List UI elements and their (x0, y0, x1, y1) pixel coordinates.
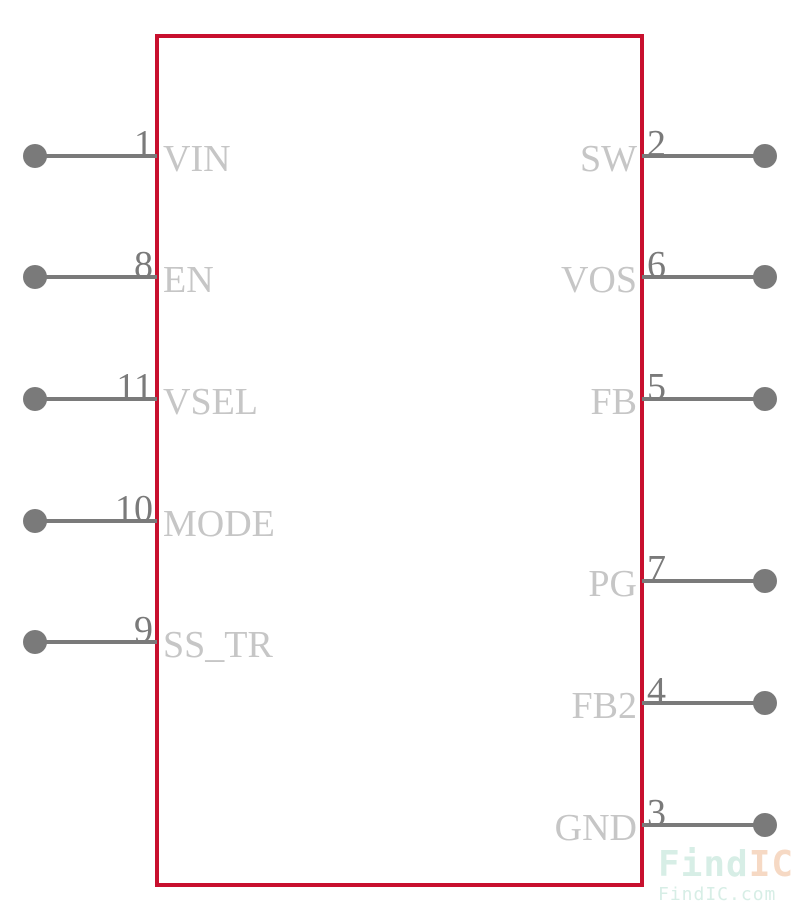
pin-terminal-dot (23, 265, 47, 289)
right-pin-2: 2 SW (580, 123, 777, 180)
left-pin-10: 10 MODE (23, 488, 275, 545)
pin-name: FB (591, 381, 637, 423)
pin-terminal-dot (23, 387, 47, 411)
pin-name: PG (588, 563, 637, 605)
right-pin-4: 4 FB2 (572, 670, 777, 727)
right-pin-3: 3 GND (555, 792, 777, 849)
pin-terminal-dot (23, 144, 47, 168)
pin-number: 4 (647, 670, 666, 712)
pin-name: VIN (163, 138, 231, 180)
pin-number: 7 (647, 548, 666, 590)
pin-terminal-dot (753, 144, 777, 168)
pin-name: SW (580, 138, 637, 180)
watermark-main-prefix: Find (658, 844, 749, 885)
pin-number: 3 (647, 792, 666, 834)
watermark-main-text: FindIC (658, 844, 794, 885)
left-pin-8: 8 EN (23, 244, 214, 301)
component-body (155, 34, 644, 887)
pin-terminal-dot (753, 569, 777, 593)
pin-number: 1 (134, 123, 153, 165)
pin-terminal-dot (23, 630, 47, 654)
pin-terminal-dot (753, 813, 777, 837)
watermark-sub-text: FindIC.com (658, 884, 776, 905)
pin-name: GND (555, 807, 637, 849)
pin-name: VSEL (163, 381, 258, 423)
pin-number: 2 (647, 123, 666, 165)
pin-name: VOS (561, 259, 637, 301)
pin-name: MODE (163, 503, 275, 545)
pin-terminal-dot (23, 509, 47, 533)
pin-number: 11 (116, 366, 153, 408)
right-pin-7: 7 PG (588, 548, 777, 605)
findic-watermark-logo: FindIC FindIC.com (658, 844, 794, 905)
pin-name: SS_TR (163, 624, 273, 666)
pin-number: 8 (134, 244, 153, 286)
left-pin-11: 11 VSEL (23, 366, 258, 423)
left-pin-1: 1 VIN (23, 123, 231, 180)
pin-number: 5 (647, 366, 666, 408)
pin-terminal-dot (753, 387, 777, 411)
right-pin-6: 6 VOS (561, 244, 777, 301)
pin-name: EN (163, 259, 214, 301)
left-pin-9: 9 SS_TR (23, 609, 273, 666)
pin-terminal-dot (753, 265, 777, 289)
pin-number: 10 (115, 488, 153, 530)
right-pin-5: 5 FB (591, 366, 777, 423)
pin-terminal-dot (753, 691, 777, 715)
pin-number: 9 (134, 609, 153, 651)
pin-number: 6 (647, 244, 666, 286)
pin-name: FB2 (572, 685, 637, 727)
watermark-main-suffix: IC (749, 844, 794, 885)
